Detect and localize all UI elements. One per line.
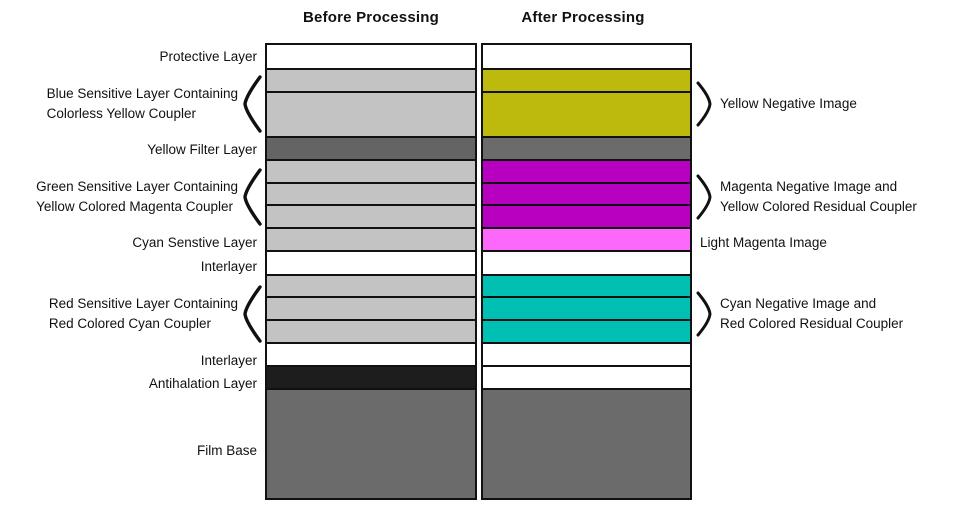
left-brace-icon: [243, 285, 262, 343]
band-after-interlayer-1: [483, 250, 690, 274]
band-before-red-sensitive-band-1: [267, 274, 475, 296]
band-before-antihalation-layer: [267, 365, 475, 388]
band-after-green-sensitive-band-2: [483, 182, 690, 204]
band-before-green-sensitive-band-2: [267, 182, 475, 204]
left-label-interlayer-1: Interlayer: [200, 259, 257, 274]
left-label-protective-layer: Protective Layer: [159, 48, 257, 64]
band-after-green-sensitive-band-3: [483, 204, 690, 227]
left-label-yellow-filter-layer: Yellow Filter Layer: [147, 142, 257, 157]
band-after-green-sensitive-band-1: [483, 159, 690, 182]
band-after-protective-layer: [483, 45, 690, 68]
left-label-cyan-senstive-layer: Cyan Senstive Layer: [132, 235, 257, 250]
after-processing-column: [481, 43, 692, 500]
before-processing-column: [265, 43, 477, 500]
band-after-red-sensitive-band-1: [483, 274, 690, 296]
band-after-yellow-filter-layer: [483, 136, 690, 159]
right-brace-icon: [696, 81, 712, 127]
band-before-red-sensitive-band-2: [267, 296, 475, 319]
band-after-antihalation-layer: [483, 365, 690, 388]
right-brace-icon: [696, 291, 712, 337]
band-after-blue-sensitive-band-1: [483, 68, 690, 91]
band-after-film-base: [483, 388, 690, 498]
band-before-green-sensitive-band-3: [267, 204, 475, 227]
band-before-blue-sensitive-band-1: [267, 68, 475, 91]
band-after-red-sensitive-band-2: [483, 296, 690, 319]
before-processing-title: Before Processing: [303, 9, 439, 26]
band-before-red-sensitive-band-3: [267, 319, 475, 342]
left-brace-icon: [243, 75, 262, 133]
left-brace-icon: [243, 167, 262, 226]
right-brace-icon: [696, 174, 712, 219]
left-label-film-base: Film Base: [196, 443, 257, 458]
after-processing-title: After Processing: [521, 9, 645, 26]
right-label-light-magenta-image: Light Magenta Image: [700, 235, 827, 250]
band-after-interlayer-2: [483, 342, 690, 365]
left-label-antihalation-layer: Antihalation Layer: [148, 376, 257, 391]
band-before-protective-layer: [267, 45, 475, 68]
band-before-film-base: [267, 388, 475, 498]
band-before-interlayer-1: [267, 250, 475, 274]
band-before-interlayer-2: [267, 342, 475, 365]
band-before-yellow-filter-layer: [267, 136, 475, 159]
band-before-blue-sensitive-band-2: [267, 91, 475, 136]
band-after-blue-sensitive-band-2: [483, 91, 690, 136]
left-label-interlayer-2: Interlayer: [200, 352, 257, 368]
right-label-yellow-negative-image: Yellow Negative Image: [720, 95, 857, 111]
band-after-cyan-senstive-layer: [483, 227, 690, 250]
band-before-cyan-senstive-layer: [267, 227, 475, 250]
band-after-red-sensitive-band-3: [483, 319, 690, 342]
band-before-green-sensitive-band-1: [267, 159, 475, 182]
